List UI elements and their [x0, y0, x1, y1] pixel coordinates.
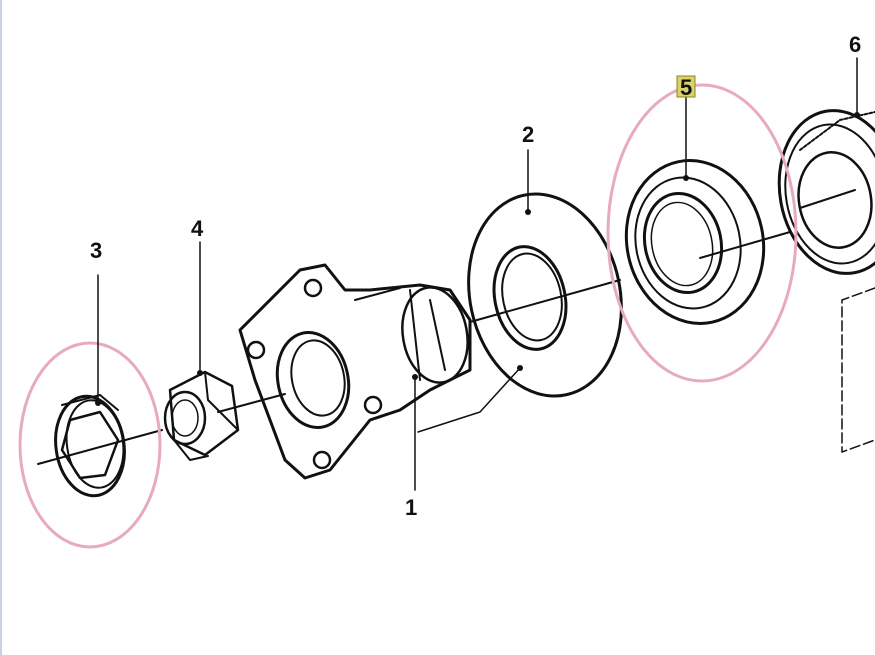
callout-5[interactable]: 5	[680, 75, 692, 100]
leader-lines	[95, 57, 860, 491]
part-3-cap[interactable]	[49, 392, 130, 500]
callout-2[interactable]: 2	[522, 122, 534, 147]
highlight-circle-part-3	[18, 341, 162, 549]
window-edge	[0, 0, 2, 655]
hidden-housing-outline	[841, 287, 875, 453]
callout-5-badge	[676, 75, 696, 98]
part-6-bearing[interactable]	[767, 101, 875, 283]
callout-1[interactable]: 1	[405, 495, 417, 520]
callout-4[interactable]: 4	[191, 216, 204, 241]
part-5-seal[interactable]	[611, 148, 778, 337]
part-1-flange[interactable]	[238, 263, 475, 480]
part-2-washer[interactable]	[450, 180, 639, 411]
highlight-circle-part-5	[606, 83, 798, 383]
callout-3[interactable]: 3	[90, 238, 102, 263]
callout-6[interactable]: 6	[849, 32, 861, 57]
part-4-hex-nut[interactable]	[163, 370, 240, 461]
